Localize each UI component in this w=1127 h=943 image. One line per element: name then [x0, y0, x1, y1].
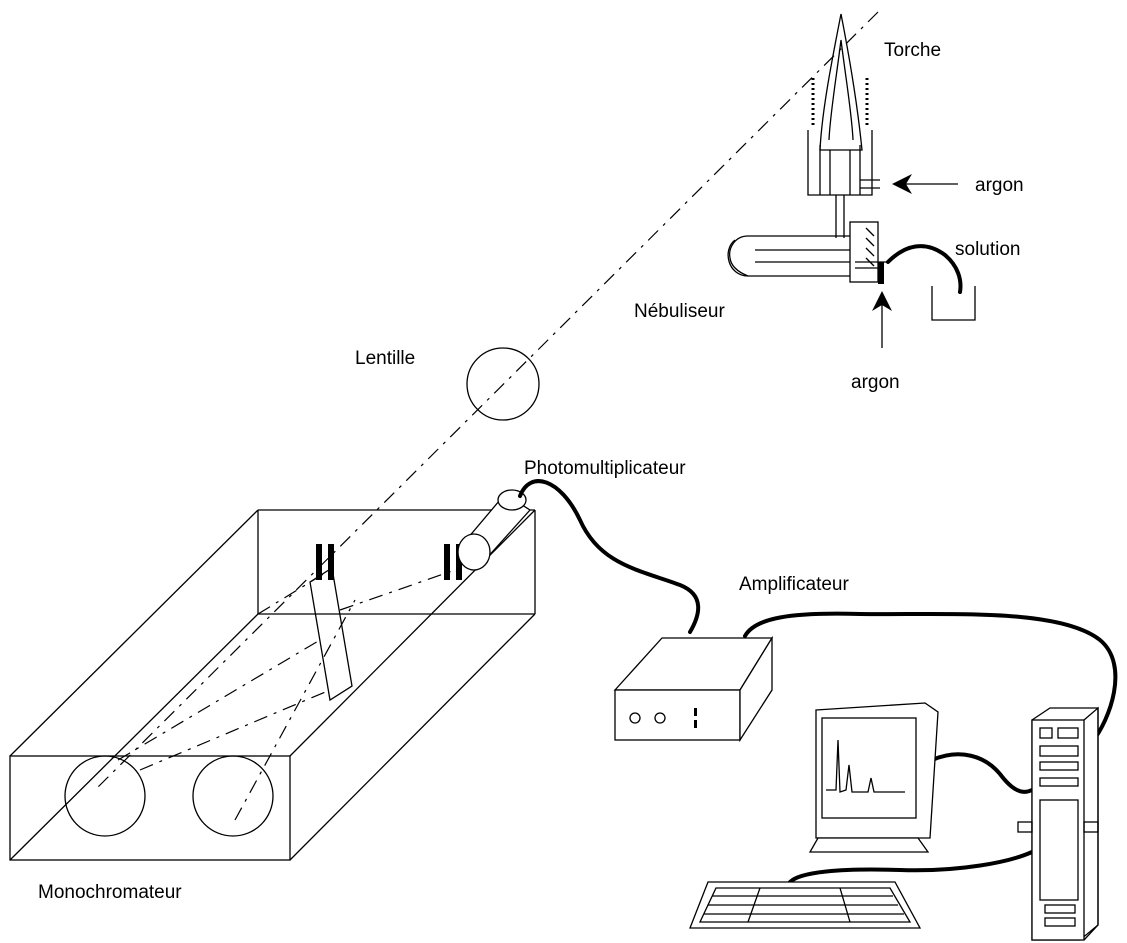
photomultiplier: [457, 489, 531, 571]
torch: [807, 13, 880, 238]
label-argon-bottom: argon: [851, 372, 900, 393]
keyboard: [689, 881, 922, 929]
lens: [466, 347, 540, 421]
solution-beaker: [886, 244, 976, 321]
label-photomultiplicateur: Photomultiplicateur: [524, 458, 686, 479]
monochromator: [9, 489, 536, 861]
cables: [518, 479, 1118, 884]
computer-tower: [1017, 706, 1099, 941]
label-solution: solution: [955, 239, 1021, 260]
monitor: [808, 702, 939, 853]
label-nebuliseur: Nébuliseur: [634, 301, 725, 322]
label-amplificateur: Amplificateur: [739, 574, 849, 595]
amplifier: [613, 635, 774, 743]
arrow-argon-top: [892, 174, 958, 194]
nebulizer: [727, 221, 890, 284]
label-torche: Torche: [884, 40, 941, 61]
label-argon-top: argon: [975, 175, 1024, 196]
labels: Torche argon solution Nébuliseur argon L…: [38, 40, 1024, 903]
label-monochromateur: Monochromateur: [38, 882, 182, 903]
induction-coil: [811, 78, 869, 128]
label-lentille: Lentille: [355, 348, 415, 369]
arrow-argon-bottom: [872, 291, 892, 348]
